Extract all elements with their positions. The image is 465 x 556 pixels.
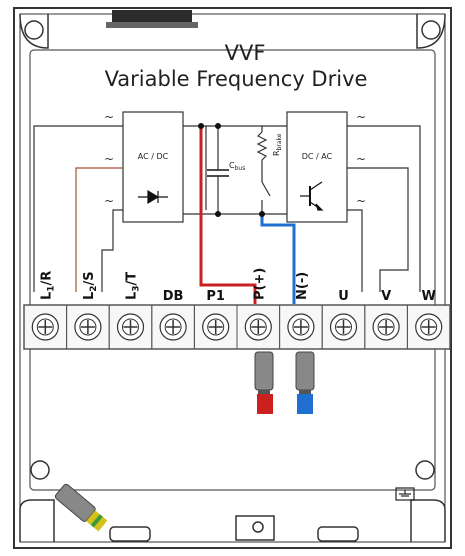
terminal-screw-7 — [279, 304, 323, 350]
ac-symbol-in-1: ~ — [104, 110, 114, 124]
terminal-screw-9 — [364, 304, 408, 350]
circuit — [33, 111, 421, 292]
negative-link-wire — [260, 214, 296, 304]
terminals — [23, 304, 451, 350]
terminal-label-4: DB — [163, 289, 184, 304]
transistor-icon — [300, 181, 324, 211]
ac-symbols: ~ ~ ~ ~ ~ ~ — [104, 110, 366, 208]
terminal-label-3: L3/T — [125, 272, 142, 300]
terminal-screw-8 — [321, 304, 366, 350]
terminal-screw-4 — [151, 304, 195, 350]
title-line-2: Variable Frequency Drive — [105, 67, 368, 91]
terminal-screw-5 — [193, 304, 238, 350]
ac-symbol-out-1: ~ — [356, 110, 366, 124]
inverter-block — [286, 111, 348, 223]
terminal-label-10: W — [422, 289, 436, 304]
terminal-label-5: P1 — [206, 289, 225, 304]
terminal-screw-2 — [66, 304, 110, 350]
ac-symbol-out-3: ~ — [356, 194, 366, 208]
terminal-label-2: L2/S — [82, 271, 99, 300]
ac-symbol-out-2: ~ — [356, 152, 366, 166]
ground-symbol — [395, 487, 415, 501]
diode-icon — [138, 189, 168, 205]
title-line-1: VVF — [225, 41, 266, 65]
positive-link-wire — [199, 126, 257, 304]
rectifier-label: AC / DC — [138, 152, 169, 161]
terminal-label-8: U — [338, 289, 349, 304]
bus-node-n — [215, 211, 221, 217]
bus-node-n2 — [259, 211, 265, 217]
cbus-label: Cbus — [229, 161, 245, 172]
test-lead-negative — [295, 351, 315, 414]
rectifier-block — [122, 111, 184, 223]
rbrake-label: Rbrake — [272, 133, 283, 156]
terminal-label-7: N(-) — [295, 272, 310, 300]
ac-symbol-in-2: ~ — [104, 152, 114, 166]
terminal-label-6: P(+) — [252, 268, 267, 300]
terminal-screw-3 — [108, 304, 153, 350]
mounting-ears — [19, 13, 446, 542]
inner-board — [29, 49, 436, 491]
terminal-label-9: V — [381, 289, 391, 304]
terminal-label-1: L1/R — [39, 271, 56, 300]
top-vent-lip — [106, 22, 198, 28]
test-lead-positive — [254, 351, 274, 414]
bus-node-p — [198, 123, 204, 129]
ac-symbol-in-3: ~ — [104, 194, 114, 208]
terminal-screw-10 — [406, 304, 451, 350]
bottom-features — [30, 460, 435, 542]
ground-lead — [54, 483, 108, 532]
inverter-label: DC / AC — [302, 152, 333, 161]
bus-node-p2 — [215, 123, 221, 129]
terminal-labels: L1/R L2/S L3/T DB P1 P(+) N(-) U V W — [39, 268, 436, 304]
